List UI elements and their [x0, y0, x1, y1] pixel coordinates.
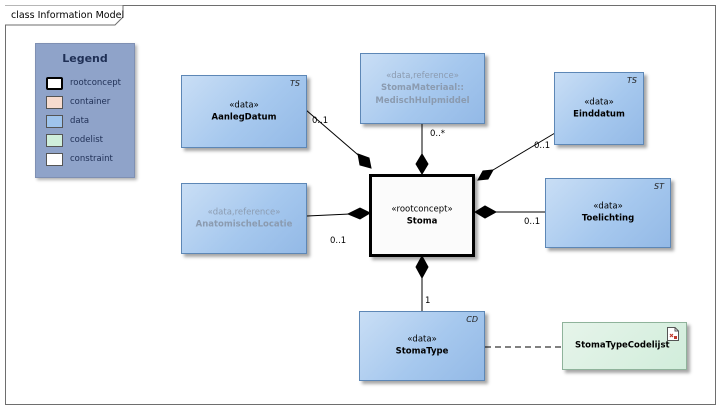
class-stomamateriaal[interactable]: «data,reference» StomaMateriaal:: Medisc… — [360, 53, 485, 124]
connector-einddatum — [492, 132, 556, 171]
class-name-line1: StomaMateriaal:: — [381, 82, 464, 93]
legend-swatch-constraint — [46, 153, 63, 166]
class-anatomischelocatie[interactable]: «data,reference» AnatomischeLocatie — [181, 183, 307, 254]
class-name: StomaType — [395, 346, 449, 357]
class-stomatypecodelijst[interactable]: StomaTypeCodelijst — [562, 322, 687, 370]
legend-swatch-container — [46, 96, 63, 109]
class-toelichting[interactable]: ST «data» Toelichting — [545, 178, 671, 248]
class-stereotype: «data,reference» — [207, 207, 281, 217]
class-type-tag: CD — [466, 315, 478, 324]
frame-title-tab — [5, 5, 124, 26]
class-einddatum[interactable]: TS «data» Einddatum — [554, 72, 644, 145]
class-name: AnatomischeLocatie — [195, 219, 293, 229]
multiplicity-aanlegdatum: 0..1 — [312, 116, 329, 126]
diamond-aanlegdatum — [357, 153, 372, 169]
class-stereotype: «rootconcept» — [391, 204, 453, 214]
legend-swatch-rootconcept — [46, 77, 63, 90]
class-stereotype: «data» — [584, 97, 614, 107]
multiplicity-materiaal: 0..* — [430, 129, 446, 139]
class-name: Stoma — [406, 216, 438, 226]
diamond-anatomische — [346, 207, 372, 220]
multiplicity-stomatype: 1 — [425, 296, 431, 306]
class-stereotype: «data» — [407, 334, 437, 345]
class-type-tag: TS — [627, 76, 637, 85]
class-stoma[interactable]: «rootconcept» Stoma — [369, 174, 475, 257]
class-type-tag: TS — [290, 79, 300, 88]
diamond-materiaal — [415, 153, 429, 175]
multiplicity-anatomische: 0..1 — [330, 236, 347, 246]
legend-label: container — [70, 97, 111, 107]
legend-swatch-codelist — [46, 134, 63, 147]
document-icon — [667, 327, 679, 341]
class-type-tag: ST — [654, 182, 664, 191]
legend-label: rootconcept — [70, 78, 121, 88]
class-stomatype[interactable]: CD «data» StomaType — [359, 311, 485, 381]
class-name-line2: MedischHulpmiddel — [375, 95, 470, 106]
legend-label: constraint — [70, 154, 113, 164]
connector-anatomische — [306, 213, 351, 217]
frame-title: class Information Model — [11, 10, 125, 21]
diamond-einddatum — [477, 169, 494, 181]
diamond-stomatype — [415, 254, 429, 280]
class-stereotype: «data» — [229, 100, 259, 110]
legend-title: Legend — [62, 52, 108, 65]
class-aanlegdatum[interactable]: TS «data» AanlegDatum — [181, 75, 307, 148]
class-name: AanlegDatum — [211, 112, 277, 122]
multiplicity-einddatum: 0..1 — [534, 141, 551, 151]
diamond-toelichting — [474, 205, 498, 219]
legend-label: data — [70, 116, 90, 126]
multiplicity-toelichting: 0..1 — [524, 217, 541, 227]
class-name: Einddatum — [573, 109, 625, 119]
legend-label: codelist — [70, 135, 103, 145]
class-stereotype: «data» — [593, 201, 623, 212]
class-stereotype: «data,reference» — [386, 70, 459, 81]
connector-aanlegdatum — [305, 109, 365, 161]
legend-swatch-data — [46, 115, 63, 128]
class-name: StomaTypeCodelijst — [575, 340, 670, 351]
class-name: Toelichting — [581, 213, 635, 224]
legend: Legend rootconcept container data codeli… — [35, 43, 135, 178]
